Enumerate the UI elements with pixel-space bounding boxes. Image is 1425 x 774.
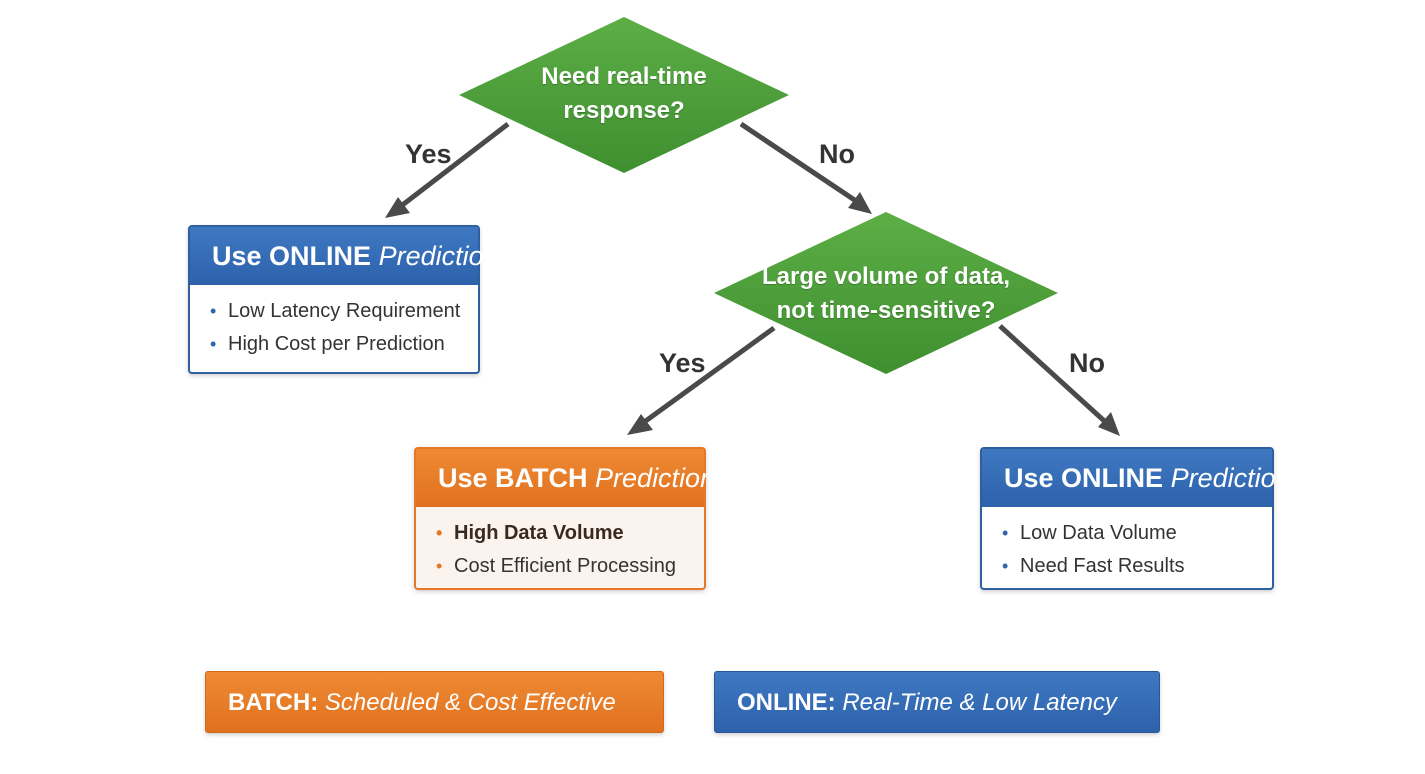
bullet-icon: •: [1002, 523, 1009, 543]
online-card-bottom-subtitle: Prediction: [1170, 463, 1291, 493]
online-legend-banner: ONLINE: Real-Time & Low Latency: [714, 671, 1160, 733]
online-card-top-header: Use ONLINE Prediction: [190, 227, 499, 285]
batch-prediction-card: Use BATCH Prediction •High Data Volume •…: [414, 447, 715, 590]
decision-realtime-line1: Need real-time: [541, 63, 707, 90]
batch-card-title: Use BATCH: [438, 463, 588, 493]
list-item: •Low Data Volume: [1002, 517, 1272, 550]
online-legend-text: Real-Time & Low Latency: [842, 689, 1117, 716]
bullet-icon: •: [210, 334, 217, 354]
decision-realtime-label: Need real-time response?: [474, 60, 774, 128]
online-card-top-subtitle: Prediction: [378, 241, 499, 271]
online-card-bottom-title: Use ONLINE: [1004, 463, 1164, 493]
decision-volume-line1: Large volume of data,: [761, 263, 1011, 290]
list-item: •High Data Volume: [436, 517, 704, 550]
list-item: •Low Latency Requirement: [210, 295, 478, 328]
decision-diamond-realtime: [459, 17, 789, 173]
online-legend-title: ONLINE:: [737, 689, 836, 716]
online-card-top-title: Use ONLINE: [212, 241, 372, 271]
list-item: •Cost Efficient Processing: [436, 550, 704, 583]
bullet-icon: •: [436, 556, 443, 576]
online-card-bottom-list: •Low Data Volume •Need Fast Results: [982, 507, 1272, 583]
edge-label-volume-no: No: [1069, 348, 1105, 378]
batch-legend-title: BATCH:: [228, 689, 319, 716]
decision-volume-label: Large volume of data, not time-sensitive…: [724, 260, 1048, 328]
decision-diamond-volume: [714, 212, 1058, 374]
bullet-icon: •: [436, 523, 443, 543]
online-card-top-list: •Low Latency Requirement •High Cost per …: [190, 285, 478, 361]
arrowhead-realtime-yes: [385, 197, 410, 218]
batch-legend-text: Scheduled & Cost Effective: [324, 689, 616, 716]
batch-legend-banner: BATCH: Scheduled & Cost Effective: [205, 671, 664, 733]
decision-volume-line2: not time-sensitive?: [776, 297, 996, 324]
online-prediction-card-bottom: Use ONLINE Prediction •Low Data Volume •…: [980, 447, 1291, 590]
arrow-volume-yes: [634, 325, 776, 431]
arrowhead-realtime-no: [848, 192, 872, 214]
bullet-icon: •: [1002, 556, 1009, 576]
list-item: •High Cost per Prediction: [210, 328, 478, 361]
edge-label-realtime-no: No: [819, 139, 855, 169]
edge-label-realtime-yes: Yes: [405, 139, 452, 169]
edge-label-volume-yes: Yes: [659, 348, 706, 378]
batch-card-list: •High Data Volume •Cost Efficient Proces…: [416, 507, 704, 583]
decision-realtime-line2: response?: [563, 97, 685, 124]
bullet-icon: •: [210, 301, 217, 321]
arrow-realtime-no: [739, 121, 864, 208]
arrowhead-volume-yes: [627, 414, 653, 435]
list-item: •Need Fast Results: [1002, 550, 1272, 583]
arrowhead-volume-no: [1098, 412, 1120, 436]
batch-card-subtitle: Prediction: [595, 463, 716, 493]
online-card-bottom-header: Use ONLINE Prediction: [982, 449, 1291, 507]
arrow-realtime-yes: [390, 122, 510, 215]
online-prediction-card-top: Use ONLINE Prediction •Low Latency Requi…: [188, 225, 499, 374]
batch-card-header: Use BATCH Prediction: [416, 449, 715, 507]
arrow-volume-no: [998, 324, 1114, 430]
